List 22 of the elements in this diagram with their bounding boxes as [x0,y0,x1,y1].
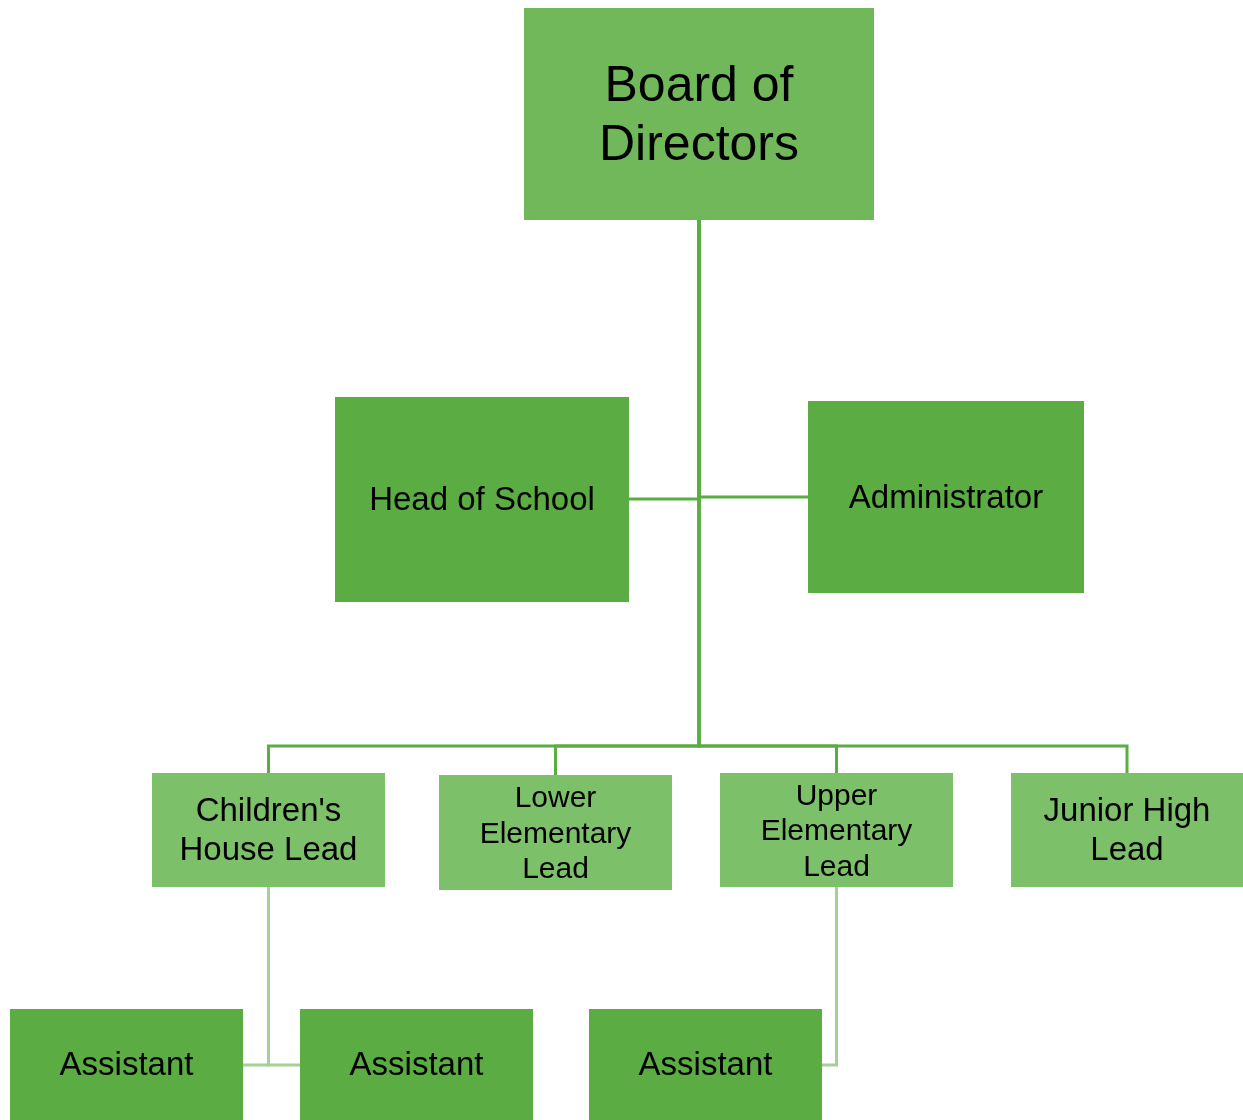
org-box [10,1009,243,1120]
role-label: Assistant [349,1045,484,1084]
org-box [808,401,1084,593]
org-box [720,773,953,887]
role-label: Children's House Lead [178,791,359,869]
org-box [300,1009,533,1120]
role-label: Upper Elementary Lead [759,776,914,884]
role-label: Head of School [369,480,595,519]
org-box [589,1009,822,1120]
role-label: Board of Directors [598,55,800,173]
role-label: Junior High Lead [1042,791,1212,869]
role-label: Lower Elementary Lead [478,779,633,886]
org-box [439,775,672,890]
org-box [524,8,874,220]
org-box [152,773,385,887]
connector-line [822,887,838,1067]
org-box [1011,773,1243,887]
role-label: Assistant [59,1045,194,1084]
role-label: Administrator [848,477,1044,517]
org-box [335,397,629,602]
connector-line [267,887,300,1067]
role-label: Assistant [638,1045,773,1084]
